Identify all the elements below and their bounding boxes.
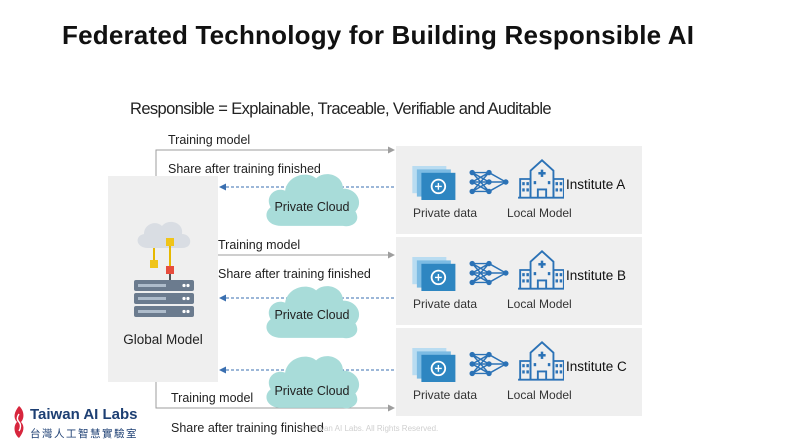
global-model-label: Global Model <box>123 332 203 347</box>
share-after-label-a: Share after training finished <box>168 162 321 176</box>
logo-text-zh: 台灣人工智慧實驗室 <box>30 428 138 440</box>
institute-a-icons <box>411 159 564 200</box>
server-cloud-icon <box>134 221 194 317</box>
neural-network-icon <box>468 351 510 377</box>
private-data-icon <box>411 348 457 382</box>
private-cloud-c: Private Cloud <box>258 350 366 412</box>
private-data-icon <box>411 166 457 200</box>
institute-a-panel: Institute A Private data Local Model <box>396 146 642 234</box>
institute-c-local-model: Local Model <box>507 388 572 402</box>
private-cloud-a-label: Private Cloud <box>274 200 350 214</box>
institute-a-private-data: Private data <box>413 206 478 220</box>
share-after-label-b: Share after training finished <box>218 267 371 281</box>
copyright-text: © Taiwan AI Labs. All Rights Reserved. <box>300 424 439 433</box>
subtitle: Responsible = Explainable, Traceable, Ve… <box>130 100 552 118</box>
training-model-label-c: Training model <box>171 391 254 405</box>
taiwan-ai-labs-logo-icon <box>14 406 24 438</box>
private-data-icon <box>411 257 457 291</box>
private-cloud-a: Private Cloud <box>258 168 366 230</box>
institute-c-icons <box>411 341 564 382</box>
private-cloud-c-label: Private Cloud <box>274 384 350 398</box>
global-model-panel: Global Model <box>108 176 218 382</box>
private-cloud-b-label: Private Cloud <box>274 308 350 322</box>
hospital-icon <box>517 159 564 199</box>
private-cloud-b: Private Cloud <box>258 280 366 342</box>
institute-a-name: Institute A <box>566 177 626 192</box>
neural-network-icon <box>468 169 510 195</box>
arrow-train-a <box>155 146 395 176</box>
training-model-label-a: Training model <box>168 133 251 147</box>
logo-text-en: Taiwan AI Labs <box>30 406 138 423</box>
neural-network-icon <box>468 260 510 286</box>
institute-b-panel: Institute B Private data Local Model <box>396 237 642 325</box>
page-title: Federated Technology for Building Respon… <box>62 20 695 50</box>
cloud-icon <box>266 174 360 227</box>
institute-b-icons <box>411 250 564 291</box>
institute-a-local-model: Local Model <box>507 206 572 220</box>
institute-b-local-model: Local Model <box>507 297 572 311</box>
share-after-label-c: Share after training finished <box>171 421 324 435</box>
institute-b-private-data: Private data <box>413 297 478 311</box>
institute-c-name: Institute C <box>566 359 627 374</box>
training-model-label-b: Training model <box>218 238 301 252</box>
cloud-icon <box>266 356 360 409</box>
arrow-train-c <box>155 382 395 412</box>
institute-c-panel: Institute C Private data Local Model <box>396 328 642 416</box>
hospital-icon <box>517 341 564 381</box>
institute-b-name: Institute B <box>566 268 627 283</box>
hospital-icon <box>517 250 564 290</box>
institute-c-private-data: Private data <box>413 388 478 402</box>
